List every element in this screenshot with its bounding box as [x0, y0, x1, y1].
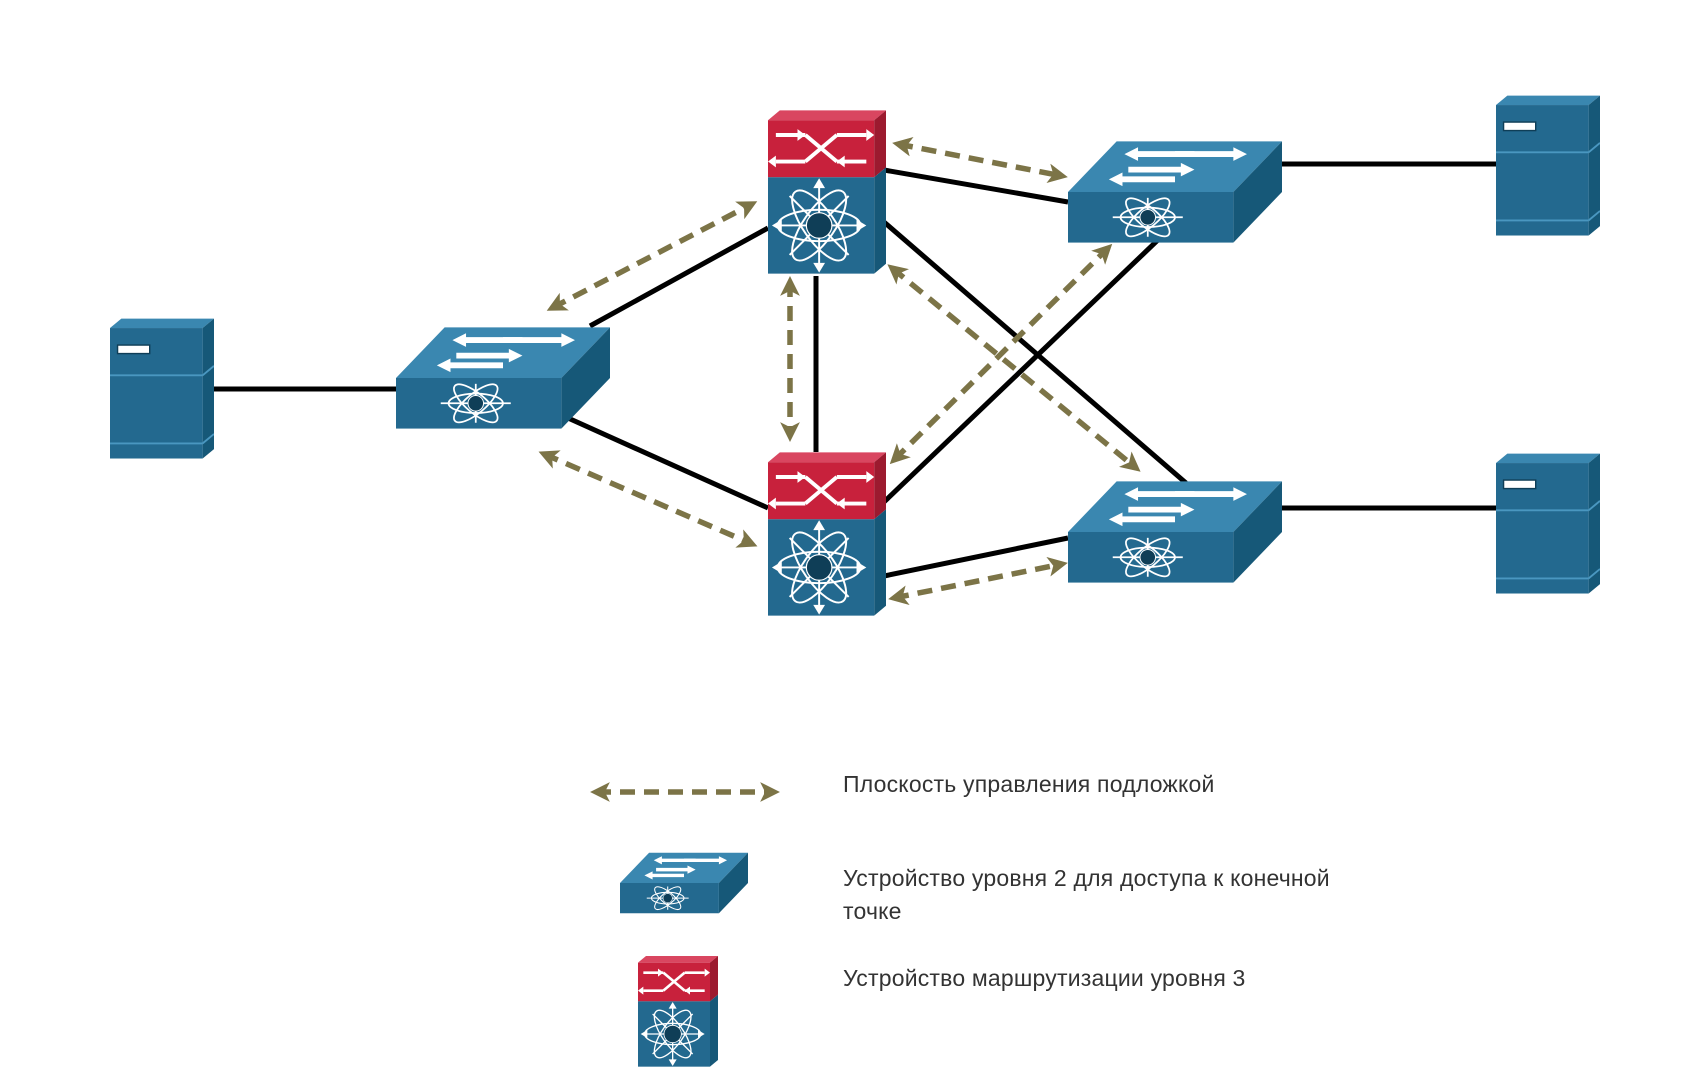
link-l3-bottom-to-access-top-right [882, 236, 1162, 504]
underlay-control-plane-arrows [538, 136, 1141, 605]
link-l3-top-to-access-top-right [883, 167, 1069, 205]
link-access-left-to-l3-top [588, 225, 770, 329]
underlay-arrow [538, 450, 758, 548]
server-icon [1496, 94, 1600, 237]
layer3-multilayer-switch-icon [768, 452, 886, 618]
link-l3-top-to-access-bottom-right [882, 220, 1188, 485]
underlay-arrow [892, 136, 1068, 184]
underlay-arrow [888, 557, 1068, 605]
legend-label-layer3-device: Устройство маршрутизации уровня 3 [843, 965, 1246, 991]
layer2-switch-icon [620, 852, 748, 914]
link-access-left-to-l3-bottom [566, 415, 770, 511]
layer2-switch-icon [1068, 480, 1282, 584]
legend-label-underlay-control-plane: Плоскость управления подложкой [843, 771, 1215, 797]
layer3-multilayer-switch-icon [638, 956, 718, 1068]
underlay-arrow [889, 243, 1113, 465]
legend-label-layer2-device: Устройство уровня 2 для доступа к конечн… [843, 865, 1330, 924]
server-icon [1496, 452, 1600, 595]
underlay-arrow [546, 201, 758, 311]
server-icon [110, 317, 214, 460]
layer3-multilayer-switch-icon [768, 110, 886, 276]
legend [590, 782, 780, 1068]
layer2-switch-icon [396, 326, 610, 430]
layer2-switch-icon [1068, 140, 1282, 244]
